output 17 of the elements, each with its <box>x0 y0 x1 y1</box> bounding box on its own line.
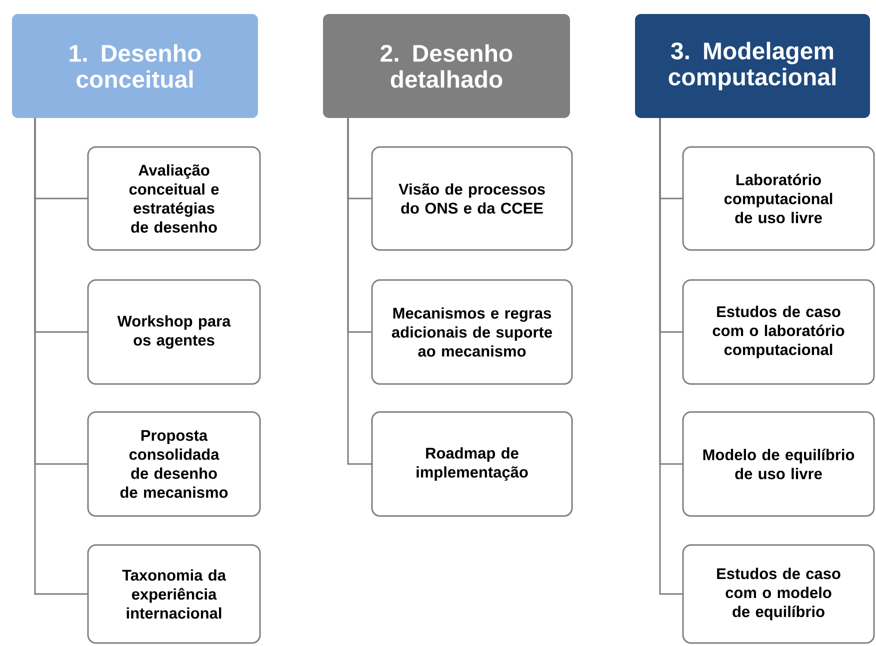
process-box: Roadmap de implementação <box>371 411 573 517</box>
process-box: Avaliação conceitual e estratégias de desenho <box>87 146 261 251</box>
process-box: Estudos de caso com o laboratório computacional <box>682 279 875 385</box>
process-box: Modelo de equilíbrio de uso livre <box>682 411 875 517</box>
process-box: Workshop para os agentes <box>87 279 261 385</box>
header-box: 3. Modelagem computacional <box>635 14 870 118</box>
connector-line <box>659 118 683 595</box>
process-box: Visão de processos do ONS e da CCEE <box>371 146 573 251</box>
process-box: Proposta consolidada de desenho de mecanismo <box>87 411 261 517</box>
header-box: 2. Desenho detalhado <box>323 14 570 118</box>
process-box: Laboratório computacional de uso livre <box>682 146 875 251</box>
process-box: Estudos de caso com o modelo de equilíbrio <box>682 544 875 644</box>
process-box: Mecanismos e regras adicionais de suporte ao mecanismo <box>371 279 573 385</box>
connector-line <box>347 118 372 465</box>
connector-line <box>34 118 88 595</box>
process-box: Taxonomia da experiência internacional <box>87 544 261 644</box>
header-box: 1. Desenho conceitual <box>12 14 258 118</box>
